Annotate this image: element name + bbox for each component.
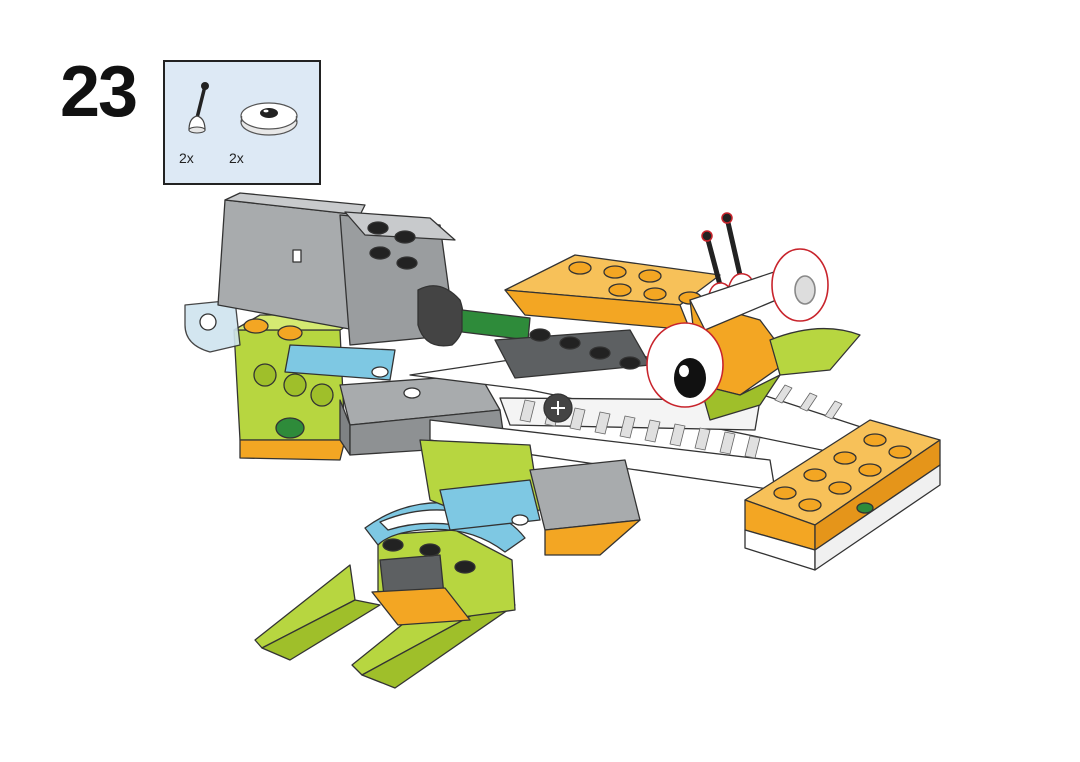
parts-callout: 2x 2x <box>163 60 321 185</box>
part-quantity: 2x <box>229 150 244 166</box>
step-number: 23 <box>60 52 138 132</box>
round-eye-tile-icon <box>646 322 724 408</box>
round-eye-tile-icon <box>240 102 298 136</box>
antenna-stick-icon <box>188 82 209 134</box>
part-quantity: 2x <box>179 150 194 166</box>
claw-left-arm <box>254 564 381 661</box>
motor <box>217 192 531 347</box>
